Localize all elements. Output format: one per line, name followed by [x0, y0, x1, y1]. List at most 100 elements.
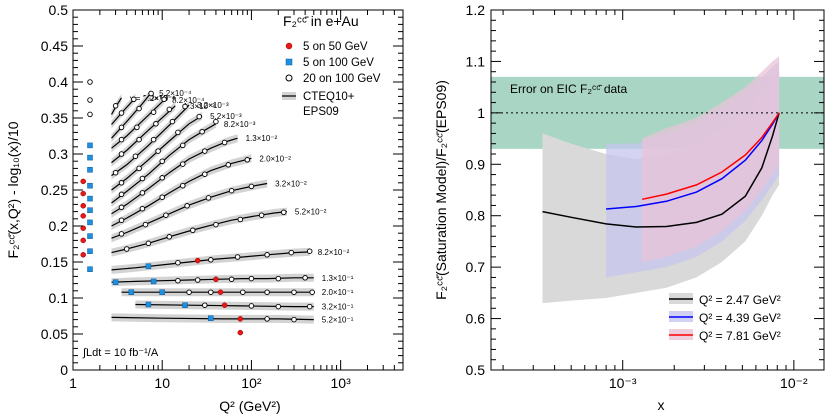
open-point	[161, 96, 167, 103]
open-point	[186, 289, 192, 295]
y-tick-label: 1	[477, 105, 485, 121]
red-point	[80, 225, 86, 231]
open-point	[194, 277, 201, 283]
x-label-11: 5.2×10⁻²	[295, 208, 327, 217]
blue-point	[87, 233, 93, 239]
curve-12	[111, 251, 310, 271]
right-chart-marks	[491, 56, 824, 304]
open-point	[150, 109, 157, 115]
open-point	[118, 151, 125, 157]
red-point	[194, 257, 201, 264]
open-point	[258, 212, 265, 218]
y-tick-label: 0.4	[49, 74, 69, 90]
y-tick-label: 0.15	[41, 254, 68, 270]
blue-point	[87, 154, 93, 161]
blue-point	[145, 263, 152, 270]
open-point	[112, 103, 119, 109]
open-point	[87, 111, 93, 118]
legend-marker-open	[285, 74, 293, 82]
open-point	[208, 257, 214, 263]
left-lumi-label: ∫Ldt = 10 fb⁻¹/A	[82, 347, 159, 359]
legend-label: Q² = 7.81 GeV²	[699, 329, 781, 343]
open-point	[205, 195, 212, 201]
y-tick-label: 0.5	[466, 362, 486, 378]
x-label-7: 8.2×10⁻³	[224, 120, 256, 129]
open-point	[148, 90, 154, 97]
red-point	[80, 190, 86, 197]
band-5	[111, 101, 190, 180]
open-point	[248, 303, 255, 309]
open-point	[306, 248, 313, 254]
open-point	[87, 97, 93, 103]
y-tick-label: 0.6	[466, 311, 486, 327]
open-point	[184, 203, 190, 209]
open-point	[118, 136, 125, 143]
open-point	[163, 212, 169, 218]
open-point	[175, 277, 181, 284]
open-point	[237, 216, 244, 223]
open-point	[87, 79, 93, 85]
blue-point	[87, 266, 93, 272]
y-tick-label: 0	[60, 362, 68, 378]
y-tick-label: 0.1	[49, 290, 69, 306]
legend-label: EPS09	[303, 106, 339, 118]
y-tick-label: 0.5	[49, 2, 69, 18]
open-point	[118, 204, 125, 211]
x-tick-label: 10⁻²	[780, 375, 808, 391]
right-band-label: Error on EIC F₂ᶜᶜ̄ data	[510, 82, 628, 96]
open-point	[240, 289, 246, 295]
red-point	[80, 252, 86, 258]
open-point	[228, 276, 235, 283]
left-y-axis-label: F₂ᶜᶜ̄(x,Q²) - log₁₀(x)/10	[5, 121, 21, 258]
legend-label: 5 on 50 GeV	[303, 41, 368, 53]
open-point	[182, 103, 188, 110]
blue-point	[182, 302, 188, 308]
y-tick-label: 0.35	[41, 110, 68, 126]
open-point	[118, 110, 125, 116]
x-label-9: 2.0×10⁻²	[259, 154, 291, 163]
x-label-14: 2.0×10⁻¹	[322, 288, 354, 297]
red-point	[80, 203, 86, 209]
red-point	[80, 213, 86, 219]
x-label-5: 3.2×10⁻³	[197, 101, 229, 110]
y-tick-label: 0.8	[466, 208, 486, 224]
y-tick-label: 0.9	[466, 156, 486, 172]
left-chart: x = 2.0×10⁻⁴3.2×10⁻⁴5.2×10⁻⁴8.2×10⁻⁴1.3×…	[5, 2, 404, 414]
series-line-0	[542, 112, 780, 228]
curve-2	[111, 92, 152, 139]
open-point	[264, 252, 270, 258]
legend-marker-red	[285, 42, 293, 50]
x-label-13: 1.3×10⁻¹	[322, 274, 354, 283]
x-label-6: 5.2×10⁻³	[210, 112, 242, 121]
blue-point	[145, 301, 152, 308]
open-point	[244, 157, 251, 163]
open-point	[208, 289, 214, 295]
open-point	[288, 249, 295, 256]
open-point	[221, 139, 228, 146]
open-point	[248, 275, 255, 282]
red-point	[221, 302, 228, 308]
open-point	[112, 169, 119, 176]
blue-point	[87, 219, 93, 226]
x-label-10: 3.2×10⁻²	[275, 180, 307, 189]
open-point	[132, 153, 139, 159]
blue-point	[87, 248, 93, 254]
open-point	[275, 275, 282, 282]
y-tick-label: 0.7	[466, 259, 486, 275]
blue-point	[112, 279, 119, 285]
right-y-axis-label: F₂ᶜᶜ̄(Saturation Model)/F₂ᶜᶜ̄(EPS09)	[433, 80, 449, 300]
right-x-axis-label: x	[658, 397, 665, 413]
open-point	[275, 303, 282, 310]
legend-label: 5 on 100 GeV	[303, 57, 374, 69]
open-point	[136, 136, 142, 143]
curve-7	[111, 123, 217, 204]
blue-point	[87, 142, 93, 149]
open-point	[139, 175, 146, 182]
y-tick-label: 1.2	[466, 2, 486, 18]
open-point	[118, 231, 125, 237]
x-label-4: 1.3×10⁻³	[183, 102, 215, 111]
band-11	[111, 207, 287, 257]
y-tick-label: 0.3	[49, 146, 69, 162]
red-point	[237, 316, 244, 322]
